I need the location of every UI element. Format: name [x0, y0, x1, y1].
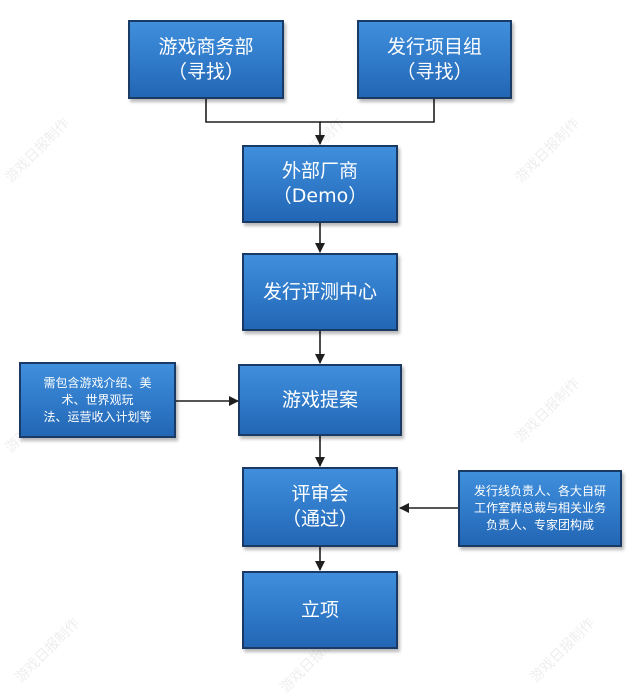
node-eval-center-title: 发行评测中心: [262, 280, 377, 303]
node-review-note-line3: 负责人、专家团构成: [485, 518, 594, 532]
node-external-vendor-subtitle: （Demo）: [272, 185, 368, 207]
node-publish-group-subtitle: （寻找）: [396, 60, 473, 83]
node-game-bd-subtitle: （寻找）: [167, 60, 244, 83]
node-external-vendor: 外部厂商 （Demo）: [242, 145, 398, 223]
node-game-proposal: 游戏提案: [238, 364, 402, 436]
node-eval-center: 发行评测中心: [242, 253, 398, 331]
connectors: [176, 99, 458, 571]
node-review-note: 发行线负责人、各大自研 工作室群总裁与相关业务 负责人、专家团构成: [458, 470, 622, 547]
node-project-approval-title: 立项: [300, 598, 339, 621]
node-review-meeting-subtitle: （通过）: [281, 508, 358, 530]
node-project-approval: 立项: [242, 571, 398, 649]
node-review-meeting-title: 评审会: [291, 483, 349, 505]
node-game-bd: 游戏商务部 （寻找）: [128, 20, 284, 99]
node-publish-group-title: 发行项目组: [386, 35, 482, 58]
node-external-vendor-title: 外部厂商: [281, 160, 358, 182]
node-review-meeting: 评审会 （通过）: [242, 467, 398, 547]
node-game-proposal-title: 游戏提案: [281, 388, 358, 411]
node-review-note-line1: 发行线负责人、各大自研: [473, 484, 606, 498]
node-publish-group: 发行项目组 （寻找）: [357, 20, 512, 99]
node-proposal-note-line2: 术、世界观玩: [61, 392, 134, 407]
node-proposal-note-line1: 需包含游戏介绍、美: [43, 375, 152, 390]
node-review-note-line2: 工作室群总裁与相关业务: [473, 501, 606, 515]
connector-bd-to-vendor: [205, 99, 325, 145]
connector-group-to-vendor: [320, 99, 435, 123]
node-proposal-note: 需包含游戏介绍、美 术、世界观玩 法、运营收入计划等: [19, 362, 176, 438]
node-proposal-note-line3: 法、运营收入计划等: [43, 409, 152, 424]
node-game-bd-title: 游戏商务部: [158, 35, 254, 58]
